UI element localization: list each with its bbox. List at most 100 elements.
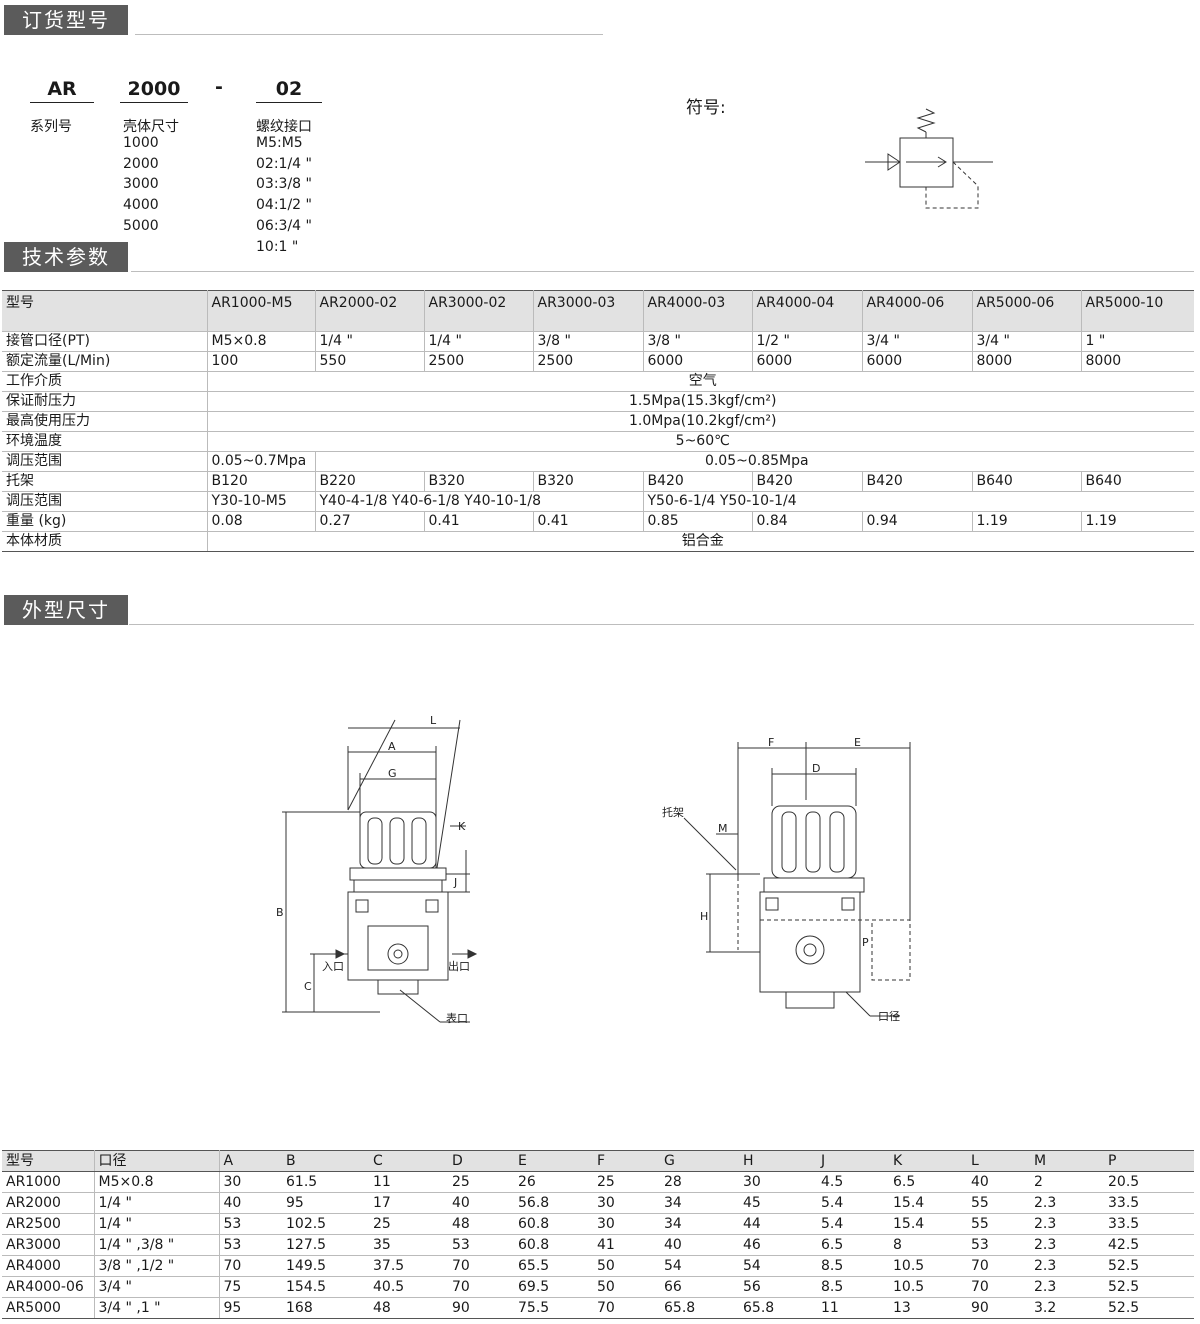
table-cell: 50 — [593, 1276, 660, 1298]
table-cell: 70 — [218, 1255, 282, 1277]
spec-table: 型号 AR1000-M5 AR2000-02 AR3000-02 AR3000-… — [2, 290, 1194, 552]
table-cell: 95 — [282, 1192, 369, 1214]
dim-label-C: C — [304, 980, 312, 993]
list-item: 3000 — [123, 176, 159, 193]
label-size: 壳体尺寸 — [123, 119, 179, 135]
regulator-symbol-icon — [865, 108, 993, 209]
label-series: 系列号 — [30, 119, 72, 135]
table-cell: 调压范围 — [2, 491, 207, 512]
table-cell: 0.27 — [314, 511, 424, 532]
table-cell: AR3000 — [2, 1234, 94, 1256]
order-code-size: 2000 — [120, 76, 188, 103]
table-cell: 铝合金 — [206, 531, 1194, 552]
table-cell: 40 — [967, 1171, 1030, 1193]
header-cell: AR1000-M5 — [206, 290, 315, 332]
list-item: 4000 — [123, 197, 159, 214]
table-cell: 34 — [660, 1192, 739, 1214]
table-cell: 3/8 " — [532, 331, 643, 352]
dim-label-J: J — [453, 876, 457, 889]
table-cell: 61.5 — [282, 1171, 369, 1193]
table-cell: 调压范围 — [2, 451, 207, 472]
table-cell: 45 — [739, 1192, 817, 1214]
table-cell: 0.84 — [751, 511, 862, 532]
table-cell: Y40-4-1/8 Y40-6-1/8 Y40-10-1/8 — [314, 491, 643, 512]
table-row: 保证耐压力 1.5Mpa(15.3kgf/cm²) — [2, 391, 1194, 412]
table-cell: 168 — [282, 1297, 369, 1319]
table-cell: 70 — [448, 1276, 514, 1298]
table-cell: 66 — [660, 1276, 739, 1298]
table-cell: 53 — [218, 1234, 282, 1256]
table-cell: 48 — [448, 1213, 514, 1235]
table-cell: 70 — [448, 1255, 514, 1277]
table-cell: 0.08 — [206, 511, 315, 532]
table-cell: 48 — [369, 1297, 448, 1319]
header-cell: AR2000-02 — [314, 290, 424, 332]
header-cell: K — [889, 1150, 967, 1172]
list-item: 2000 — [123, 155, 159, 172]
table-cell: 2500 — [532, 351, 643, 372]
list-item: 04:1/2 " — [256, 197, 312, 214]
table-cell: 1.19 — [971, 511, 1081, 532]
table-cell: 1.0Mpa(10.2kgf/cm²) — [206, 411, 1194, 432]
table-cell: 3/4 " — [971, 331, 1081, 352]
table-cell: 25 — [593, 1171, 660, 1193]
dim-label-B: B — [276, 906, 284, 919]
table-cell: 30 — [593, 1213, 660, 1235]
table-cell: 52.5 — [1104, 1255, 1194, 1277]
header-cell: J — [817, 1150, 889, 1172]
table-cell: AR2500 — [2, 1213, 94, 1235]
section-title-order: 订货型号 — [4, 5, 128, 35]
table-row: 环境温度 5~60℃ — [2, 431, 1194, 452]
header-cell: H — [739, 1150, 817, 1172]
table-cell: 1/4 " — [93, 1192, 219, 1214]
table-cell: 55 — [967, 1213, 1030, 1235]
table-cell: 30 — [218, 1171, 282, 1193]
table-cell: 6000 — [642, 351, 752, 372]
table-row: 重量 (kg) 0.08 0.27 0.41 0.41 0.85 0.84 0.… — [2, 511, 1194, 532]
dim-label-K: K — [458, 820, 466, 833]
header-cell: AR5000-10 — [1080, 290, 1194, 332]
table-cell: 56.8 — [514, 1192, 593, 1214]
header-cell: AR3000-03 — [532, 290, 643, 332]
table-cell: 60.8 — [514, 1234, 593, 1256]
table-cell: 3/4 " ,1 " — [93, 1297, 219, 1319]
table-cell: 1/4 " — [314, 331, 424, 352]
size-list: 1000 2000 3000 4000 5000 — [123, 133, 159, 237]
table-cell: 2.3 — [1030, 1213, 1104, 1235]
dim-label-L: L — [430, 714, 437, 727]
header-cell: AR3000-02 — [423, 290, 533, 332]
header-cell: C — [369, 1150, 448, 1172]
table-cell: 保证耐压力 — [2, 391, 207, 412]
table-cell: B320 — [532, 471, 643, 492]
table-cell: 2.3 — [1030, 1276, 1104, 1298]
header-cell: 型号 — [2, 1150, 94, 1172]
header-cell: AR5000-06 — [971, 290, 1081, 332]
table-row: 托架 B120 B220 B320 B320 B420 B420 B420 B6… — [2, 471, 1194, 492]
table-cell: 1/4 " — [93, 1213, 219, 1235]
front-view-drawing: L A G K J B C 入口 出口 表口 — [276, 714, 478, 1025]
table-cell: 10.5 — [889, 1276, 967, 1298]
table-cell: 30 — [739, 1171, 817, 1193]
table-cell: 0.05~0.7Mpa — [206, 451, 315, 472]
table-cell: 50 — [593, 1255, 660, 1277]
header-cell: 型号 — [2, 290, 207, 332]
table-cell: 工作介质 — [2, 371, 207, 392]
header-cell: AR4000-04 — [751, 290, 862, 332]
table-cell: 3/8 " ,1/2 " — [93, 1255, 219, 1277]
table-cell: 90 — [967, 1297, 1030, 1319]
table-row: 额定流量(L/Min) 100 550 2500 2500 6000 6000 … — [2, 351, 1194, 372]
table-cell: 3.2 — [1030, 1297, 1104, 1319]
table-header-row: 型号 AR1000-M5 AR2000-02 AR3000-02 AR3000-… — [2, 290, 1194, 332]
table-cell: 28 — [660, 1171, 739, 1193]
table-cell: 127.5 — [282, 1234, 369, 1256]
table-cell: 60.8 — [514, 1213, 593, 1235]
table-cell: B420 — [751, 471, 862, 492]
side-view-drawing: F E D M H P 托架 口径 — [662, 736, 911, 1023]
list-item: 02:1/4 " — [256, 155, 312, 172]
